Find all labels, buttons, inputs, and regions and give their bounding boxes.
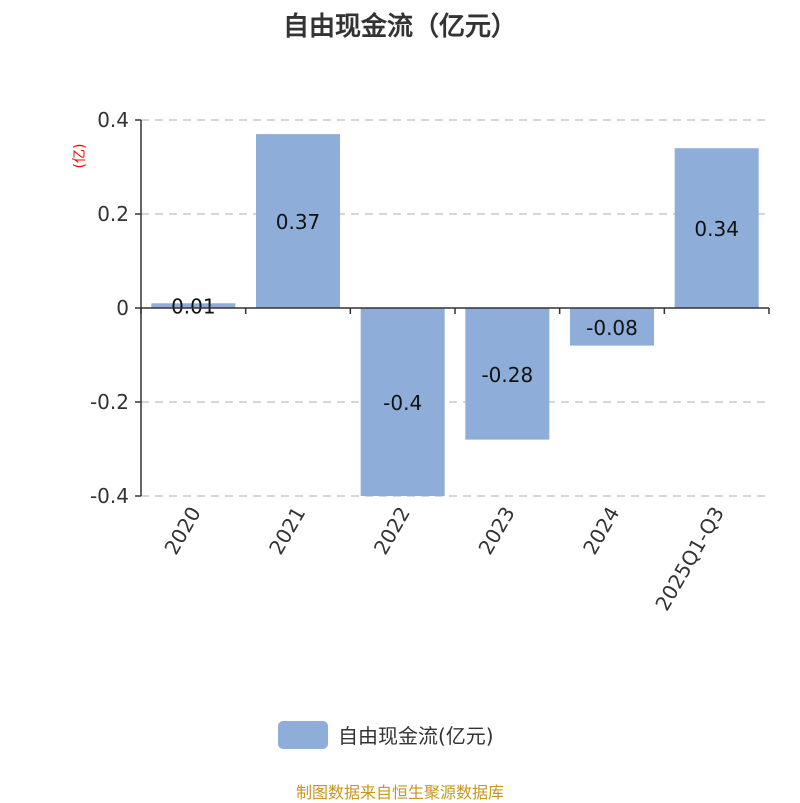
data-label: 0.01 bbox=[171, 295, 216, 319]
source-note: 制图数据来自恒生聚源数据库 bbox=[295, 783, 504, 802]
data-label: 0.34 bbox=[694, 217, 739, 241]
y-tick-label: -0.2 bbox=[90, 390, 129, 414]
x-tick-label: 2023 bbox=[473, 503, 519, 559]
chart-title: 自由现金流（亿元） bbox=[282, 12, 517, 42]
bar bbox=[465, 308, 550, 440]
bar bbox=[360, 308, 445, 496]
data-label: 0.37 bbox=[276, 210, 321, 234]
legend-label: 自由现金流(亿元) bbox=[338, 724, 494, 748]
legend-swatch bbox=[278, 720, 328, 749]
y-tick-label: 0.4 bbox=[97, 108, 129, 132]
y-tick-label: 0 bbox=[116, 296, 129, 320]
data-label: -0.4 bbox=[383, 391, 422, 415]
bar bbox=[256, 134, 340, 308]
legend[interactable]: 自由现金流(亿元) bbox=[278, 720, 494, 749]
x-tick-label: 2022 bbox=[369, 503, 415, 559]
data-label: -0.28 bbox=[481, 363, 533, 387]
y-axis-label: (亿) bbox=[72, 144, 88, 169]
bar bbox=[674, 148, 759, 308]
x-tick-label: 2025Q1-Q3 bbox=[650, 503, 729, 615]
bar bbox=[570, 308, 654, 346]
x-tick-label: 2020 bbox=[159, 503, 205, 559]
x-tick-label: 2021 bbox=[264, 503, 310, 559]
y-tick-label: -0.4 bbox=[90, 484, 129, 508]
y-tick-label: 0.2 bbox=[97, 202, 129, 226]
bar bbox=[151, 303, 236, 308]
x-tick-label: 2024 bbox=[578, 503, 624, 559]
data-label: -0.08 bbox=[586, 316, 638, 340]
